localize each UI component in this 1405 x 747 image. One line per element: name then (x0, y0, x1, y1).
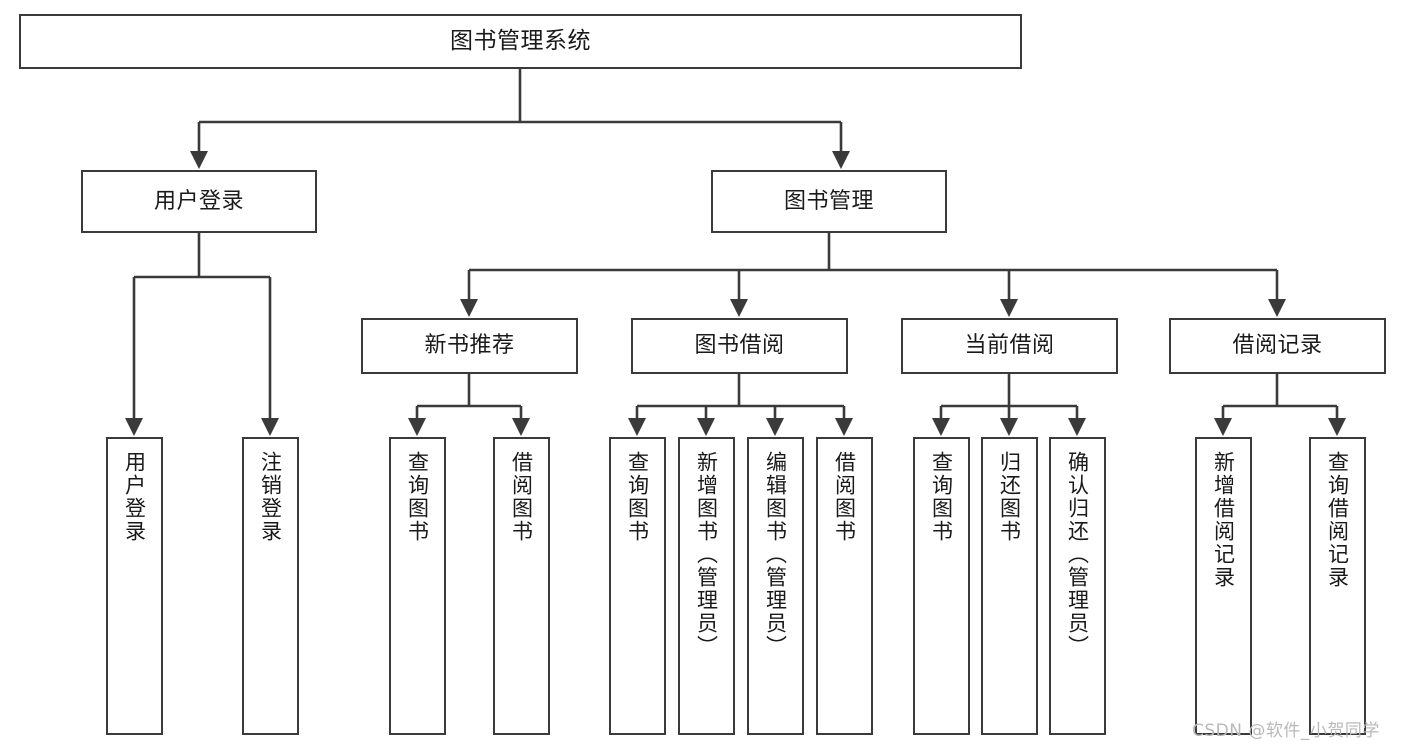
node-leaf-user-login[interactable]: 用户登录 (106, 437, 163, 735)
node-leaf-logout-login[interactable]: 注销登录 (242, 437, 299, 735)
node-book-borrow[interactable]: 图书借阅 (631, 318, 848, 374)
node-leaf-edit-book[interactable]: 编辑图书（管理员） (747, 437, 804, 735)
node-leaf-add-record-label: 新增借阅记录 (1211, 451, 1236, 589)
node-current-borrow[interactable]: 当前借阅 (901, 318, 1118, 374)
node-leaf-borrow-book-2[interactable]: 借阅图书 (816, 437, 873, 735)
node-book-borrow-label: 图书借阅 (694, 333, 785, 359)
node-leaf-edit-book-label: 编辑图书（管理员） (763, 451, 788, 658)
node-leaf-add-book[interactable]: 新增图书（管理员） (678, 437, 735, 735)
node-leaf-query-record[interactable]: 查询借阅记录 (1309, 437, 1366, 735)
node-root-label: 图书管理系统 (450, 27, 591, 54)
node-leaf-user-login-label: 用户登录 (122, 451, 147, 543)
node-new-book-recommend[interactable]: 新书推荐 (361, 318, 578, 374)
node-user-login-label: 用户登录 (153, 188, 244, 214)
node-current-borrow-label: 当前借阅 (964, 333, 1055, 359)
node-leaf-return-book[interactable]: 归还图书 (981, 437, 1038, 735)
node-leaf-borrow-book-1[interactable]: 借阅图书 (493, 437, 550, 735)
node-leaf-borrow-book-1-label: 借阅图书 (509, 451, 534, 543)
node-leaf-add-record[interactable]: 新增借阅记录 (1195, 437, 1252, 735)
node-book-management-label: 图书管理 (783, 188, 874, 214)
node-leaf-query-book-1-label: 查询图书 (405, 451, 430, 543)
node-leaf-query-book-1[interactable]: 查询图书 (389, 437, 446, 735)
node-leaf-query-book-3[interactable]: 查询图书 (913, 437, 970, 735)
node-leaf-logout-login-label: 注销登录 (258, 451, 283, 543)
node-borrow-record-label: 借阅记录 (1232, 333, 1323, 359)
node-leaf-query-book-2-label: 查询图书 (625, 451, 650, 543)
node-leaf-add-book-label: 新增图书（管理员） (694, 451, 719, 658)
node-leaf-confirm-return[interactable]: 确认归还（管理员） (1049, 437, 1106, 735)
node-new-book-recommend-label: 新书推荐 (424, 333, 515, 359)
node-user-login[interactable]: 用户登录 (81, 170, 317, 233)
node-leaf-return-book-label: 归还图书 (997, 451, 1022, 543)
csdn-watermark: CSDN @软件_小贺同学 (1192, 721, 1380, 741)
node-borrow-record[interactable]: 借阅记录 (1169, 318, 1386, 374)
node-leaf-query-record-label: 查询借阅记录 (1325, 451, 1350, 589)
node-leaf-borrow-book-2-label: 借阅图书 (832, 451, 857, 543)
node-book-management[interactable]: 图书管理 (711, 170, 947, 233)
node-root[interactable]: 图书管理系统 (19, 14, 1022, 69)
node-leaf-confirm-return-label: 确认归还（管理员） (1065, 451, 1090, 658)
node-leaf-query-book-2[interactable]: 查询图书 (609, 437, 666, 735)
node-leaf-query-book-3-label: 查询图书 (929, 451, 954, 543)
